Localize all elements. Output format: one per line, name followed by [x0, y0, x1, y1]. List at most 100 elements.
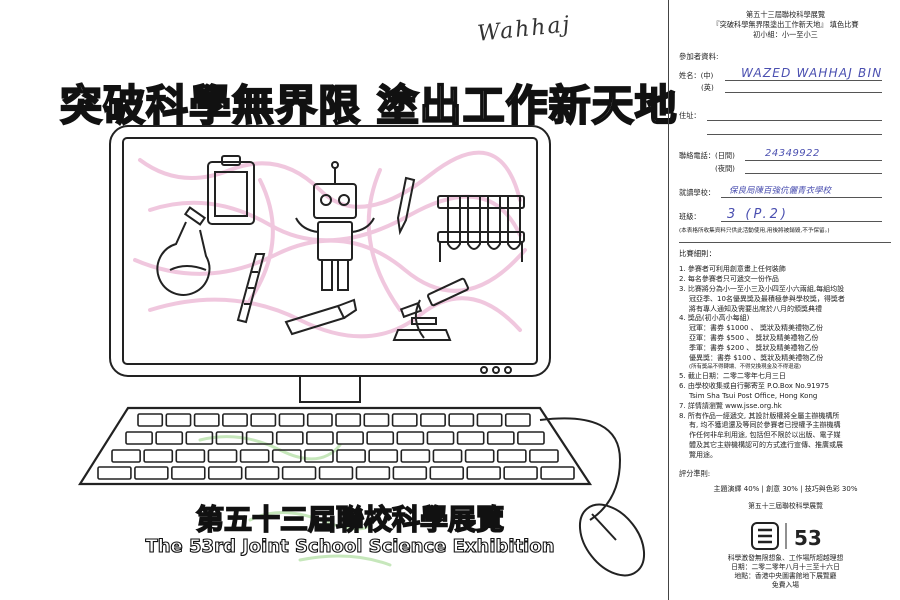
rule-line: 覽用途。 [689, 451, 717, 460]
keyboard-key [215, 431, 244, 445]
keyboard-key [529, 449, 559, 463]
class-label: 班級： [679, 211, 701, 221]
class-value: 3 (P.2) [727, 206, 789, 222]
jsse-logo-icon: 53 [750, 521, 821, 550]
form-header-group: 初小組：小一至小三 [753, 30, 818, 40]
rule-line: 2. 每名參賽者只可遞交一份作品 [679, 274, 779, 283]
rule-line: 6. 由學校收集或自行郵寄至 P.O.Box No.91975 [679, 381, 830, 390]
rule-line: 1. 參賽者可利用創意畫上任何裝飾 [679, 264, 786, 273]
keyboard-key [165, 413, 192, 427]
keyboard-key [336, 431, 364, 445]
keyboard-key [250, 413, 277, 427]
keyboard-key [429, 466, 465, 480]
footer-exhibition: 第五十三屆聯校科學展覽 [748, 502, 823, 511]
keyboard-key [185, 431, 214, 445]
keyboard-key [464, 449, 495, 463]
name-underline [725, 80, 882, 82]
keyboard-key [368, 449, 399, 463]
keyboard-key [222, 413, 248, 427]
name-field-en[interactable]: (英) [679, 82, 892, 96]
keyboard-key [366, 431, 395, 445]
keyboard-key [155, 431, 184, 445]
rule-line: 作任何非牟利用途, 包括但不限於以出版、電子媒 [689, 431, 841, 440]
monitor-drawing [109, 125, 551, 403]
keyboard-key [392, 466, 428, 480]
address-underline [707, 120, 882, 122]
poster-title: 突破科學無界限 塗出工作新天地 [59, 80, 678, 131]
form-header-exhibition: 第五十三屆聯校科學展覽 [745, 10, 826, 19]
keyboard-key [400, 449, 431, 463]
keyboard-key [448, 413, 475, 427]
name-label-zh: 姓名：(中) [679, 70, 714, 80]
footer-date: 日期：二零二零年八月十三至十六日 [731, 562, 840, 571]
rule-line: 體及其它主辦機構認可的方式進行宣傳、推廣或展 [689, 441, 843, 450]
pen-icon [396, 176, 416, 236]
entry-form: 第五十三屆聯校科學展覽 『突破科學無界限塗出工作新天地』 填色比賽 初小組：小一… [668, 0, 900, 600]
keyboard-key [391, 413, 418, 427]
mouse-drawing [539, 417, 646, 577]
colouring-poster: Wahhaj 突破科學無界限 塗出工作新天地 [59, 12, 678, 577]
phone-label-day: 聯絡電話：(日間) [679, 150, 735, 160]
keyboard-key [207, 449, 238, 463]
address-underline-2 [707, 134, 882, 136]
name-value: WAZED WAHHAJ BIN [741, 66, 883, 81]
footer-admission: 免費入場 [771, 581, 800, 590]
phone-label-night: (夜間) [715, 163, 735, 173]
keyboard-key [304, 449, 334, 463]
class-underline [721, 221, 882, 223]
rule-line: 4. 獎品(初小高小每組) [679, 314, 750, 323]
keyboard-key [143, 449, 174, 463]
flask-icon [156, 206, 211, 296]
prize-line: 季軍：書券 $200 、 獎狀及精美禮物乙份 [689, 344, 819, 353]
clipboard-icon [207, 155, 255, 225]
poster-footer-title-en: The 53rd Joint School Science Exhibition [145, 535, 555, 557]
keyboard-key [355, 466, 391, 480]
rule-line: 有, 均不獲退還及等同於參賽者已授權予主辦機構 [689, 421, 841, 430]
rule-line: 將有專人通知及需要出席於八月的頒獎典禮 [689, 304, 822, 313]
rules-title: 比賽細則： [679, 248, 716, 258]
rule-line: 7. 詳情請瀏覽 www.jsse.org.hk [679, 401, 782, 410]
phone-field-day[interactable]: 聯絡電話：(日間) 24349922 [679, 144, 892, 164]
keyboard-key [318, 466, 354, 480]
keyboard-key [245, 431, 274, 445]
keyboard-key [456, 431, 485, 445]
phone-field-night[interactable]: (夜間) [679, 164, 892, 177]
section-divider [679, 241, 891, 243]
keyboard-key [496, 449, 527, 463]
phone-value: 24349922 [765, 147, 820, 159]
class-field[interactable]: 班級： 3 (P.2) [679, 205, 892, 225]
address-field[interactable]: 住址： [679, 104, 892, 124]
keyboard-key [336, 449, 366, 463]
keyboard-key [97, 466, 132, 480]
phone-night-underline [745, 173, 882, 175]
name-field-zh[interactable]: 姓名：(中) WAZED WAHHAJ BIN [679, 64, 892, 84]
address-field-line2[interactable] [679, 124, 892, 138]
rule-line: 5. 截止日期：二零二零年七月三日 [679, 371, 786, 380]
name-label-en: (英) [701, 82, 714, 92]
keyboard-key [396, 431, 425, 445]
keyboard-key [207, 466, 243, 480]
keyboard-key [306, 431, 334, 445]
school-label: 就讀學校： [679, 187, 715, 197]
rule-line: 8. 所有作品一經遞交, 其設計版權將全屬主辦機構所 [679, 411, 840, 420]
keyboard-key [171, 466, 206, 480]
phone-day-underline [745, 160, 882, 162]
participant-info-label: 參加者資料: [679, 52, 719, 62]
scoring-title: 評分準則: [679, 469, 711, 479]
rules-list: 1. 參賽者可利用創意畫上任何裝飾 2. 每名參賽者只可遞交一份作品 3. 比賽… [679, 265, 892, 461]
school-field[interactable]: 就讀學校： 保良局陳百強伉儷青衣學校 [679, 181, 892, 201]
footer-venue: 地點：香港中央圖書館地下展覽廳 [734, 571, 837, 580]
keyboard-key [175, 449, 206, 463]
keyboard-key [517, 431, 545, 445]
keyboard-key [275, 431, 304, 445]
scoring-criteria: 主題演繹 40% | 創意 30% | 技巧與色彩 30% [713, 484, 858, 493]
keyboard-key [540, 466, 575, 480]
keyboard-key [363, 413, 390, 427]
rule-line: 3. 比賽將分為小一至小三及小四至小六兩組,每組均設 [679, 284, 845, 293]
school-value: 保良局陳百強伉儷青衣學校 [729, 185, 832, 196]
keyboard-key [426, 431, 455, 445]
keyboard-key [137, 413, 164, 427]
test-tube-rack-icon [437, 195, 525, 262]
keyboard-key [476, 413, 503, 427]
name-en-underline [725, 92, 882, 94]
